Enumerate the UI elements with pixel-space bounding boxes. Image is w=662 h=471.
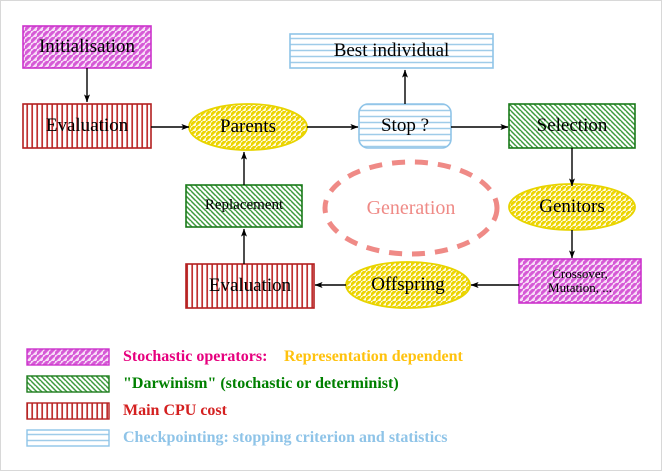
node-initialisation-shape: [22, 25, 152, 69]
legend-label-checkpointing: Checkpointing: stopping criterion and st…: [123, 429, 448, 446]
node-selection-shape: [508, 103, 636, 149]
legend-label-representation-dependent: Representation dependent: [284, 348, 463, 365]
node-evaluation-bottom-shape: [185, 263, 315, 309]
node-best-individual-shape: [289, 33, 494, 69]
node-crossover-shape: [518, 258, 642, 304]
legend-label-stochastic-operators: Stochastic operators:: [123, 348, 268, 365]
legend-swatches: [26, 348, 110, 447]
node-genitors-shape: [508, 183, 636, 231]
node-stop-shape: [358, 103, 452, 149]
legend-swatch-checkpointing: [26, 429, 110, 447]
node-replacement-shape: [185, 184, 303, 228]
node-evaluation-top-shape: [22, 103, 152, 149]
legend-swatch-darwinism: [26, 375, 110, 393]
node-offspring-shape: [345, 261, 471, 309]
legend-label-darwinism: "Darwinism" (stochastic or determinist): [123, 375, 399, 392]
legend-label-main-cpu-cost: Main CPU cost: [123, 402, 227, 419]
legend-swatch-cpu: [26, 402, 110, 420]
node-parents-shape: [188, 103, 308, 151]
node-generation-shape: [322, 159, 500, 257]
legend-swatch-stochastic: [26, 348, 110, 366]
